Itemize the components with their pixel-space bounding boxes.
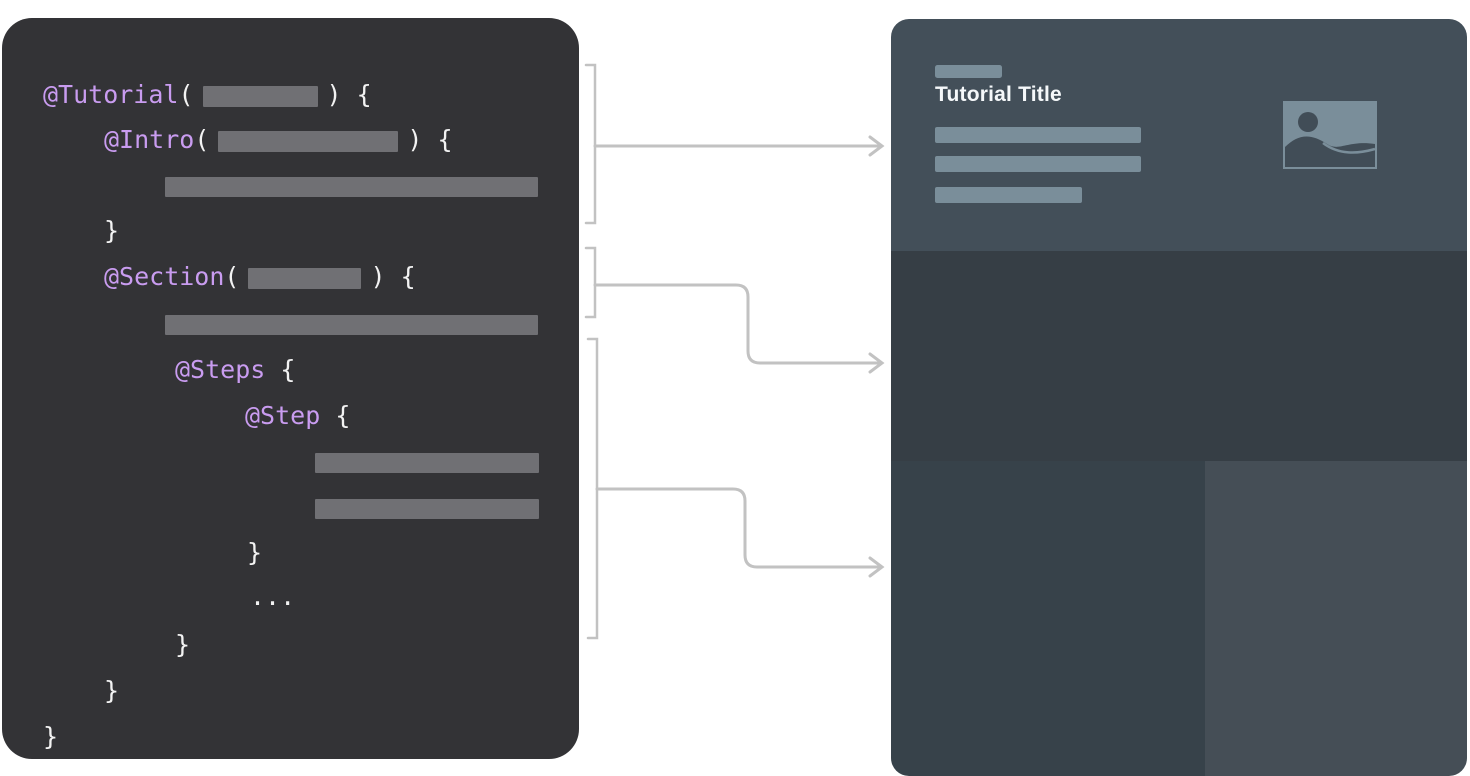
code-line: @Steps {: [175, 354, 295, 386]
code-line: }: [247, 537, 262, 569]
scope-bracket: [584, 246, 597, 319]
code-token: ) {: [326, 80, 372, 109]
code-placeholder-bar: [248, 267, 362, 289]
code-line: ...: [250, 581, 295, 613]
code-token: {: [265, 355, 296, 384]
code-placeholder-bar: [218, 130, 399, 152]
code-line: @Intro( ) {: [104, 124, 453, 156]
mapping-arrow: [593, 283, 882, 365]
tutorial-preview-panel: Tutorial Title Section 1 Title Step 1Ste…: [891, 19, 1467, 776]
code-line: [315, 492, 539, 524]
code-line: @Tutorial( ) {: [43, 79, 372, 111]
steps-section: Step 1Step 2: [891, 461, 1467, 776]
code-placeholder-bar: [165, 315, 538, 335]
text-placeholder-bar: [935, 127, 1141, 143]
code-token: }: [175, 630, 191, 659]
code-token: (: [194, 125, 210, 154]
code-line: @Step {: [245, 400, 350, 432]
code-placeholder-bar: [165, 177, 538, 197]
code-line: }: [104, 675, 119, 707]
text-placeholder-bar: [935, 187, 1082, 203]
steps-column: Step 1Step 2: [891, 461, 1205, 776]
hero-image-placeholder-icon: [1283, 101, 1377, 169]
code-keyword: @Tutorial: [43, 80, 179, 109]
scope-bracket: [584, 63, 597, 225]
code-placeholder-bar: [202, 85, 318, 107]
tutorial-title: Tutorial Title: [935, 83, 1062, 106]
mapping-arrow: [595, 487, 882, 569]
arrowhead: [868, 352, 885, 374]
code-token: }: [43, 722, 59, 751]
code-token: {: [320, 401, 351, 430]
code-placeholder-bar: [315, 499, 539, 519]
arrowhead: [868, 135, 885, 157]
code-token: (: [224, 262, 240, 291]
code-token: }: [104, 216, 120, 245]
code-token: ) {: [370, 262, 416, 291]
arrowhead: [868, 556, 885, 578]
code-keyword: @Intro: [104, 125, 195, 154]
code-placeholder-bar: [315, 453, 539, 473]
code-token: }: [247, 538, 263, 567]
code-keyword: @Section: [104, 262, 225, 291]
tutorial-header-section: Tutorial Title: [891, 19, 1467, 251]
scope-bracket: [586, 337, 599, 640]
section-header-section: Section 1 Title: [891, 251, 1467, 641]
code-keyword: @Step: [245, 401, 321, 430]
code-token: ...: [250, 582, 296, 611]
code-keyword: @Steps: [175, 355, 266, 384]
eyebrow-placeholder-bar: [935, 65, 1002, 78]
text-placeholder-bar: [935, 156, 1141, 172]
code-line: @Section( ) {: [104, 261, 416, 293]
code-token: ) {: [407, 125, 453, 154]
code-token: }: [104, 676, 120, 705]
code-line: [315, 446, 539, 478]
code-line: }: [104, 215, 119, 247]
code-preview-column: [1205, 461, 1467, 776]
tutorial-markup-code-panel: @Tutorial() {@Intro() {}@Section() {@Ste…: [2, 18, 579, 759]
code-line: [165, 308, 538, 340]
code-line: [165, 170, 538, 202]
code-line: }: [43, 721, 58, 753]
code-line: }: [175, 629, 190, 661]
code-token: (: [178, 80, 194, 109]
